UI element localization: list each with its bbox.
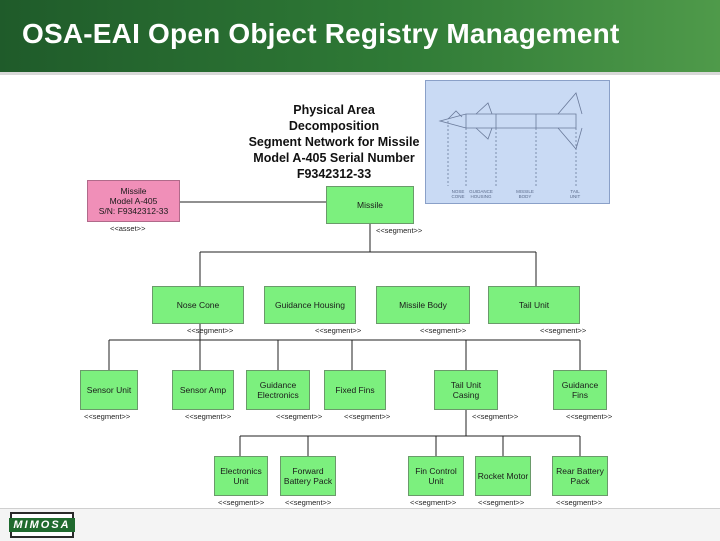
logo-text: MIMOSA bbox=[9, 518, 75, 532]
segment-box-guidance-housing: Guidance Housing bbox=[264, 286, 356, 324]
segment-label: Guidance Electronics bbox=[257, 380, 299, 400]
segment-box-fixed-fins: Fixed Fins bbox=[324, 370, 386, 410]
segment-box-guidance-electronics: Guidance Electronics bbox=[246, 370, 310, 410]
segment-label: Guidance Fins bbox=[561, 380, 599, 400]
segment-label: Electronics Unit bbox=[220, 466, 262, 486]
heading-line: Model A-405 Serial Number bbox=[253, 151, 415, 165]
segment-box-forward-battery-pack: Forward Battery Pack bbox=[280, 456, 336, 496]
slide-title: OSA-EAI Open Object Registry Management bbox=[22, 18, 620, 49]
segment-label: Tail Unit bbox=[518, 300, 550, 310]
segment-label: Rear Battery Pack bbox=[556, 466, 604, 486]
segment-label: Fixed Fins bbox=[335, 385, 375, 395]
segment-stereotype: <<segment>> bbox=[478, 498, 525, 507]
root-stereotype: <<segment>> bbox=[376, 226, 423, 235]
segment-box-missile-body: Missile Body bbox=[376, 286, 470, 324]
segment-stereotype: <<segment>> bbox=[185, 412, 232, 421]
segment-stereotype: <<segment>> bbox=[84, 412, 131, 421]
segment-box-tail-unit-casing: Tail Unit Casing bbox=[434, 370, 498, 410]
segment-stereotype: <<segment>> bbox=[472, 412, 519, 421]
asset-stereotype: <<asset>> bbox=[110, 224, 146, 233]
heading-line: Decomposition bbox=[288, 119, 380, 133]
segment-stereotype: <<segment>> bbox=[420, 326, 467, 335]
segment-box-sensor-unit: Sensor Unit bbox=[80, 370, 138, 410]
segment-stereotype: <<segment>> bbox=[218, 498, 265, 507]
segment-label: Forward Battery Pack bbox=[283, 466, 333, 486]
heading-line: Segment Network for Missile bbox=[248, 135, 420, 149]
asset-label: Missile Model A-405 S/N: F9342312-33 bbox=[98, 186, 169, 216]
segment-label: Guidance Housing bbox=[275, 300, 345, 310]
segment-stereotype: <<segment>> bbox=[315, 326, 362, 335]
picture-label: NOSE CONE bbox=[443, 189, 473, 199]
root-label: Missile bbox=[357, 200, 383, 210]
segment-box-electronics-unit: Electronics Unit bbox=[214, 456, 268, 496]
segment-stereotype: <<segment>> bbox=[344, 412, 391, 421]
segment-stereotype: <<segment>> bbox=[566, 412, 613, 421]
picture-label-text: TAIL UNIT bbox=[569, 189, 581, 199]
segment-label: Fin Control Unit bbox=[415, 466, 457, 486]
segment-box-rear-battery-pack: Rear Battery Pack bbox=[552, 456, 608, 496]
heading-line: F9342312-33 bbox=[296, 167, 372, 181]
picture-label-text: NOSE CONE bbox=[451, 189, 465, 199]
heading-line: Physical Area bbox=[293, 103, 375, 117]
root-segment-box: Missile bbox=[326, 186, 414, 224]
segment-stereotype: <<segment>> bbox=[410, 498, 457, 507]
mimosa-logo-icon: MIMOSA bbox=[9, 512, 75, 538]
segment-stereotype: <<segment>> bbox=[556, 498, 603, 507]
diagram-heading: Physical Area Decomposition Segment Netw… bbox=[238, 102, 430, 182]
picture-label-text: GUIDANCE HOUSING bbox=[469, 189, 493, 199]
picture-label: GUIDANCE HOUSING bbox=[466, 189, 496, 199]
segment-box-sensor-amp: Sensor Amp bbox=[172, 370, 234, 410]
segment-box-tail-unit: Tail Unit bbox=[488, 286, 580, 324]
segment-label: Rocket Motor bbox=[477, 471, 529, 481]
segment-box-guidance-fins: Guidance Fins bbox=[553, 370, 607, 410]
segment-stereotype: <<segment>> bbox=[187, 326, 234, 335]
segment-box-rocket-motor: Rocket Motor bbox=[475, 456, 531, 496]
missile-illustration: NOSE CONE GUIDANCE HOUSING MISSILE BODY … bbox=[425, 80, 610, 204]
picture-label: MISSILE BODY bbox=[510, 189, 540, 199]
picture-label-text: MISSILE BODY bbox=[516, 189, 534, 199]
segment-label: Nose Cone bbox=[176, 300, 220, 310]
picture-label: TAIL UNIT bbox=[560, 189, 590, 199]
segment-label: Tail Unit Casing bbox=[450, 380, 482, 400]
segment-box-nose-cone: Nose Cone bbox=[152, 286, 244, 324]
segment-label: Sensor Amp bbox=[179, 385, 227, 395]
segment-label: Sensor Unit bbox=[86, 385, 132, 395]
title-bar: OSA-EAI Open Object Registry Management bbox=[0, 0, 720, 75]
asset-box: Missile Model A-405 S/N: F9342312-33 bbox=[87, 180, 180, 222]
segment-label: Missile Body bbox=[399, 300, 447, 310]
segment-stereotype: <<segment>> bbox=[276, 412, 323, 421]
footer-bar bbox=[0, 508, 720, 541]
segment-stereotype: <<segment>> bbox=[285, 498, 332, 507]
missile-drawing-icon bbox=[438, 92, 583, 186]
segment-box-fin-control-unit: Fin Control Unit bbox=[408, 456, 464, 496]
segment-stereotype: <<segment>> bbox=[540, 326, 587, 335]
